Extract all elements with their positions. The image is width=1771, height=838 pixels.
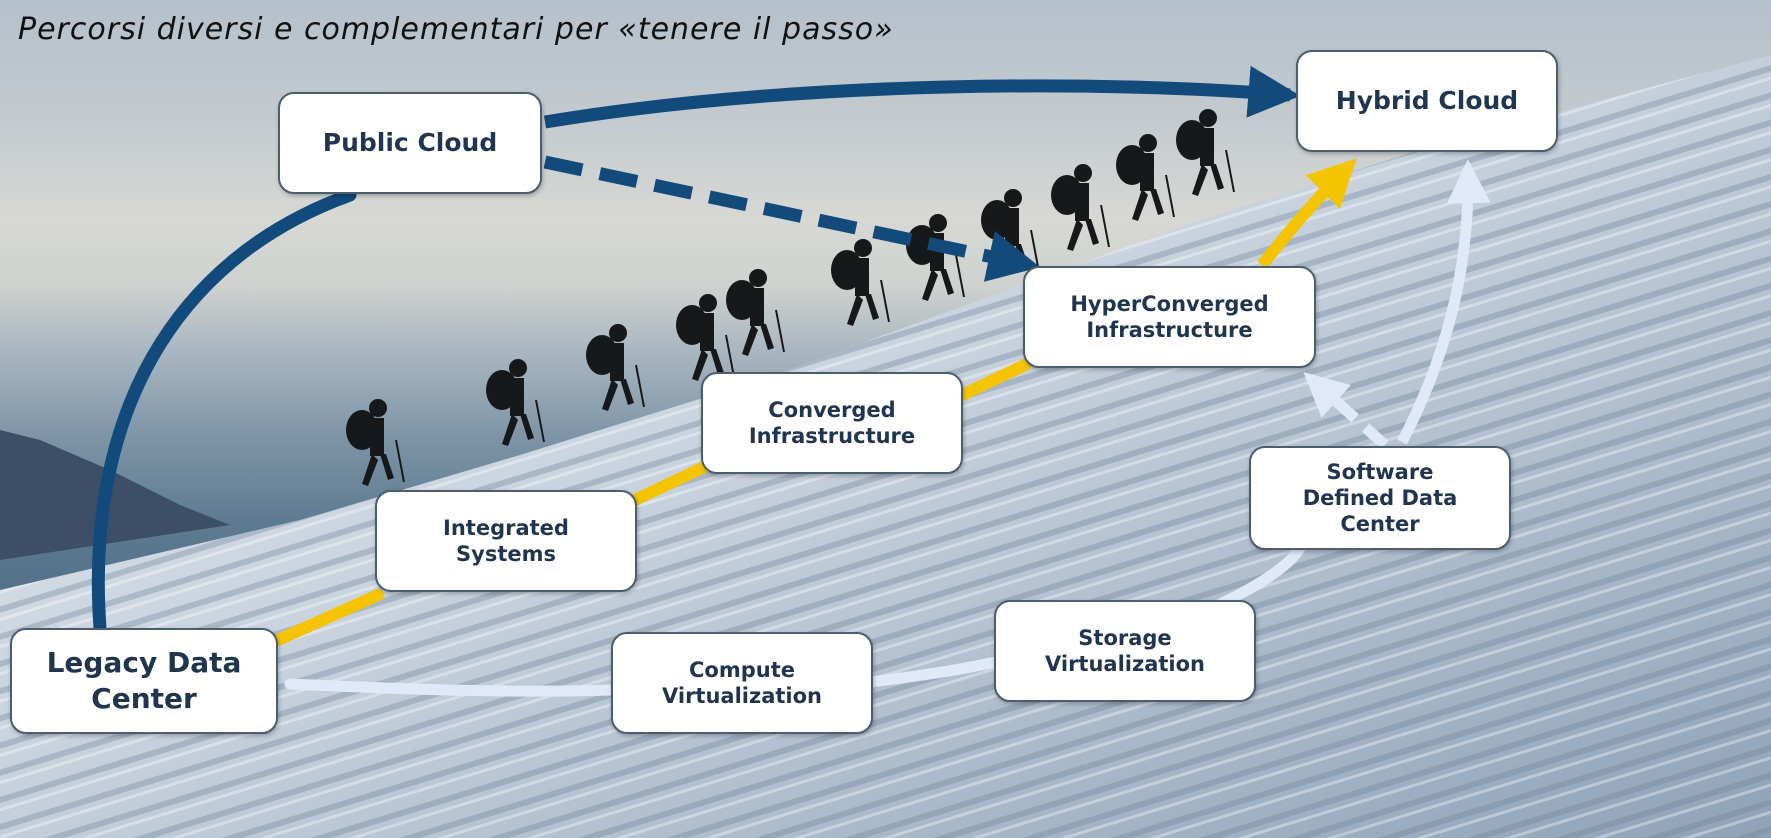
arrow-light-legacy-to-compute (284, 678, 618, 697)
distant-mountain (0, 430, 230, 560)
climbers-silhouettes (346, 109, 1235, 486)
climber-silhouette (1116, 134, 1175, 221)
climber-silhouette (486, 359, 545, 446)
climber-silhouette (1176, 109, 1235, 196)
node-integrated-systems: Integrated Systems (375, 490, 637, 592)
node-hybrid-cloud: Hybrid Cloud (1296, 50, 1558, 152)
arrow-public-to-hyperconverged-dashed (543, 155, 1041, 282)
page-title: Percorsi diversi e complementari per «te… (18, 12, 894, 47)
node-software-defined-data-center: Software Defined Data Center (1249, 446, 1511, 550)
node-legacy-data-center: Legacy Data Center (10, 628, 278, 734)
node-public-cloud: Public Cloud (278, 92, 542, 194)
arrow-sddc-to-hyperconverged-dashed (1303, 372, 1389, 450)
climber-silhouette (676, 294, 735, 381)
node-converged-infrastructure: Converged Infrastructure (701, 372, 963, 474)
climber-silhouette (586, 324, 645, 411)
climber-silhouette (1051, 164, 1110, 251)
node-compute-virtualization: Compute Virtualization (611, 632, 873, 734)
arrow-yellow-converged-to-hyperconverged (956, 359, 1031, 401)
climber-silhouette (726, 269, 785, 356)
climber-silhouette (346, 399, 405, 486)
arrow-yellow-hyperconverged-to-hybrid (1257, 158, 1357, 269)
arrow-light-storage-to-sddc (1216, 542, 1306, 609)
arrow-yellow-integrated-to-converged (629, 462, 708, 506)
arrow-light-sddc-to-hybrid (1397, 159, 1491, 445)
arrow-public-to-hybrid-cloud (543, 65, 1301, 129)
node-storage-virtualization: Storage Virtualization (994, 600, 1256, 702)
arrow-light-compute-to-storage (864, 656, 1001, 688)
arrow-legacy-to-public-cloud (91, 188, 357, 635)
arrow-yellow-legacy-to-integrated (272, 589, 384, 646)
climber-silhouette (831, 239, 890, 326)
node-hyperconverged-infrastructure: HyperConverged Infrastructure (1023, 266, 1316, 368)
